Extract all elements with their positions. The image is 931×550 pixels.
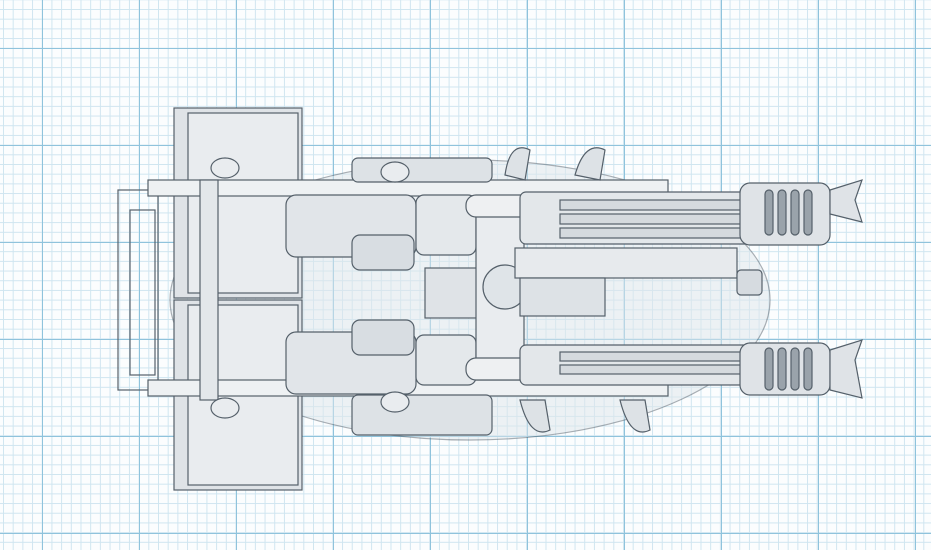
ammo-feed [514, 247, 738, 279]
model-part [199, 179, 219, 401]
model-part [380, 391, 410, 413]
model-part [210, 157, 240, 179]
model-part [351, 234, 415, 271]
model-part [619, 399, 651, 433]
model-part [559, 364, 751, 375]
model-part [380, 161, 410, 183]
model-part [559, 351, 751, 362]
model-part [351, 319, 415, 356]
model-part [790, 189, 800, 236]
model-part [803, 189, 813, 236]
model-part [129, 209, 156, 376]
model-part [829, 339, 863, 399]
mount-ring-top [504, 147, 531, 181]
model-part [559, 227, 751, 239]
model-part [574, 147, 606, 181]
model-part [351, 157, 493, 183]
model-part [559, 213, 751, 225]
model-part [764, 189, 774, 236]
model-part [736, 269, 763, 296]
model-part [559, 199, 751, 211]
model-part [117, 107, 863, 491]
model-part [790, 347, 800, 391]
model-part [351, 394, 493, 436]
rear-frame [117, 189, 159, 391]
model-part [764, 189, 813, 391]
model-part [829, 179, 863, 223]
model-part [519, 277, 606, 317]
model-part [415, 334, 477, 386]
model-part [764, 347, 774, 391]
model-part [777, 189, 787, 236]
model-part [777, 347, 787, 391]
mount-ring-bottom [519, 399, 551, 433]
model-part [210, 397, 240, 419]
model-part [803, 347, 813, 391]
